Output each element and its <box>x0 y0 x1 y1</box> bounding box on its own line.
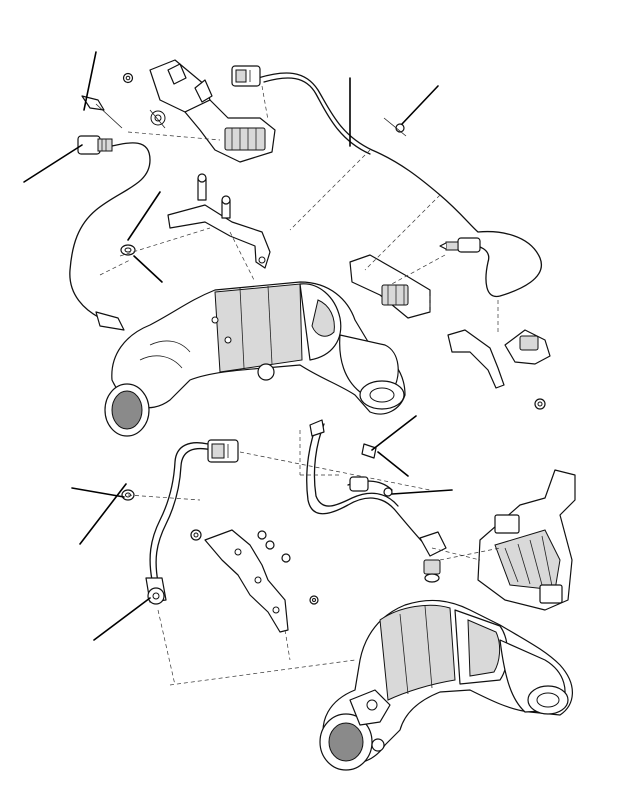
upper-downstream-sensor <box>439 237 481 253</box>
callout-leader-8 <box>391 489 453 495</box>
upper-harness-connector <box>231 65 261 87</box>
upper-right-clip <box>383 117 407 137</box>
lower-harness-connector <box>207 439 239 463</box>
lower-control-module <box>477 469 576 611</box>
upper-heat-shield-bracket <box>349 254 431 319</box>
lower-sensor-connector <box>419 531 447 583</box>
lower-o2-sensor <box>145 577 167 605</box>
lower-mounting-bracket <box>190 529 319 633</box>
upper-left-clip <box>81 95 123 129</box>
upper-catalytic-converter <box>104 281 406 437</box>
callout-leader-3 <box>127 191 161 241</box>
upper-assembly <box>69 59 551 437</box>
upper-mounting-bracket <box>167 173 271 269</box>
callout-leader-2 <box>23 144 83 183</box>
upper-spring-clip <box>120 244 136 256</box>
lower-leader-dashes <box>127 430 501 686</box>
lower-harness-clip <box>309 419 393 497</box>
lower-right-harness <box>306 421 431 551</box>
callout-leader-4 <box>133 255 163 283</box>
upper-sensor-harness <box>257 72 543 298</box>
callout-leader-1 <box>83 51 97 111</box>
lower-assembly <box>121 419 576 771</box>
callout-leader-6 <box>401 85 439 125</box>
upper-o2-sensor <box>69 135 151 331</box>
callout-leader-9 <box>71 487 125 498</box>
upper-leader-dashes <box>99 85 499 335</box>
lower-catalytic-converter <box>319 599 573 771</box>
callout-leader-10 <box>93 597 151 641</box>
callout-leader-7 <box>371 415 417 451</box>
upper-right-bracket <box>447 329 551 410</box>
upper-control-module <box>149 59 276 163</box>
callout-leader-11 <box>79 483 127 545</box>
lower-sensor-harness <box>149 442 209 581</box>
callout-leader-12 <box>377 451 409 477</box>
callout-leaders <box>23 51 453 641</box>
upper-nut <box>122 72 134 84</box>
